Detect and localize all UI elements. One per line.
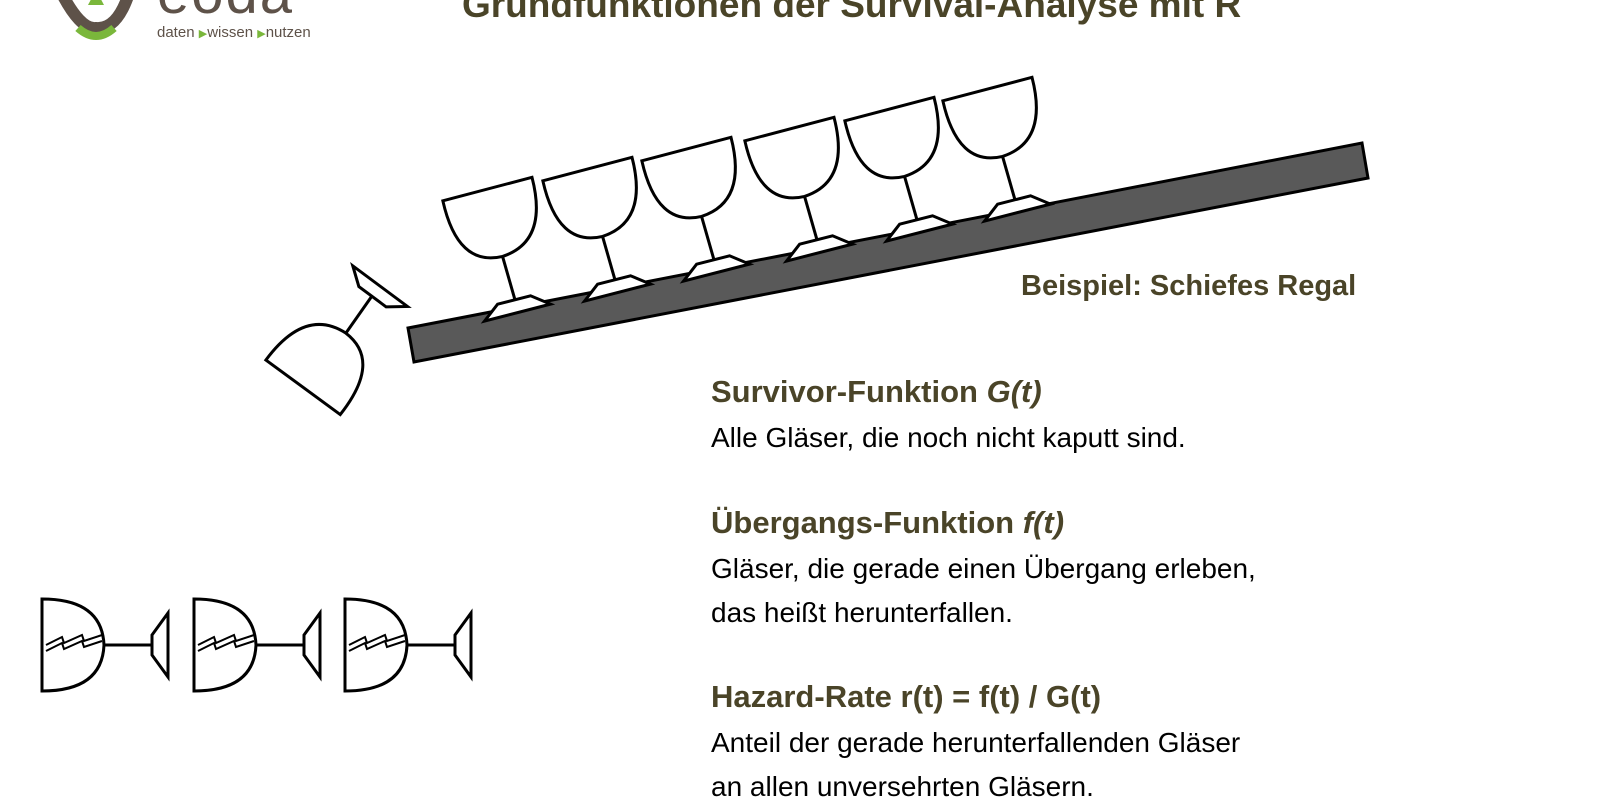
section-heading-hazard: Hazard-Rate r(t) = f(t) / G(t)	[711, 679, 1102, 714]
glass-on-shelf	[842, 95, 961, 246]
glass-on-shelf	[440, 175, 559, 326]
section-text: Anteil der gerade herunterfallenden Gläs…	[711, 727, 1241, 758]
broken-glass	[192, 597, 322, 693]
section-text: Gläser, die gerade einen Übergang erlebe…	[711, 553, 1256, 584]
broken-glass	[40, 597, 170, 693]
section-text: Alle Gläser, die noch nicht kaputt sind.	[711, 422, 1186, 453]
eoda-logo-icon	[58, 0, 133, 40]
logo-wordmark: eoda	[157, 0, 294, 27]
falling-glass	[264, 257, 423, 421]
section-text: das heißt herunterfallen.	[711, 597, 1013, 628]
logo-tagline: daten ▶wissen ▶nutzen	[157, 24, 311, 41]
glass-on-shelf	[742, 115, 861, 266]
glass-on-shelf	[940, 75, 1059, 226]
glass-on-shelf	[639, 135, 758, 286]
section-heading-survivor: Survivor-Funktion G(t)	[711, 374, 1042, 409]
slide-title: Grundfunktionen der Survival-Analyse mit…	[462, 0, 1242, 25]
broken-glass	[343, 597, 473, 693]
glass-on-shelf	[540, 155, 659, 306]
section-heading-transition: Übergangs-Funktion f(t)	[711, 505, 1065, 540]
section-text: an allen unversehrten Gläsern.	[711, 771, 1094, 802]
illustration-caption: Beispiel: Schiefes Regal	[1021, 270, 1357, 302]
